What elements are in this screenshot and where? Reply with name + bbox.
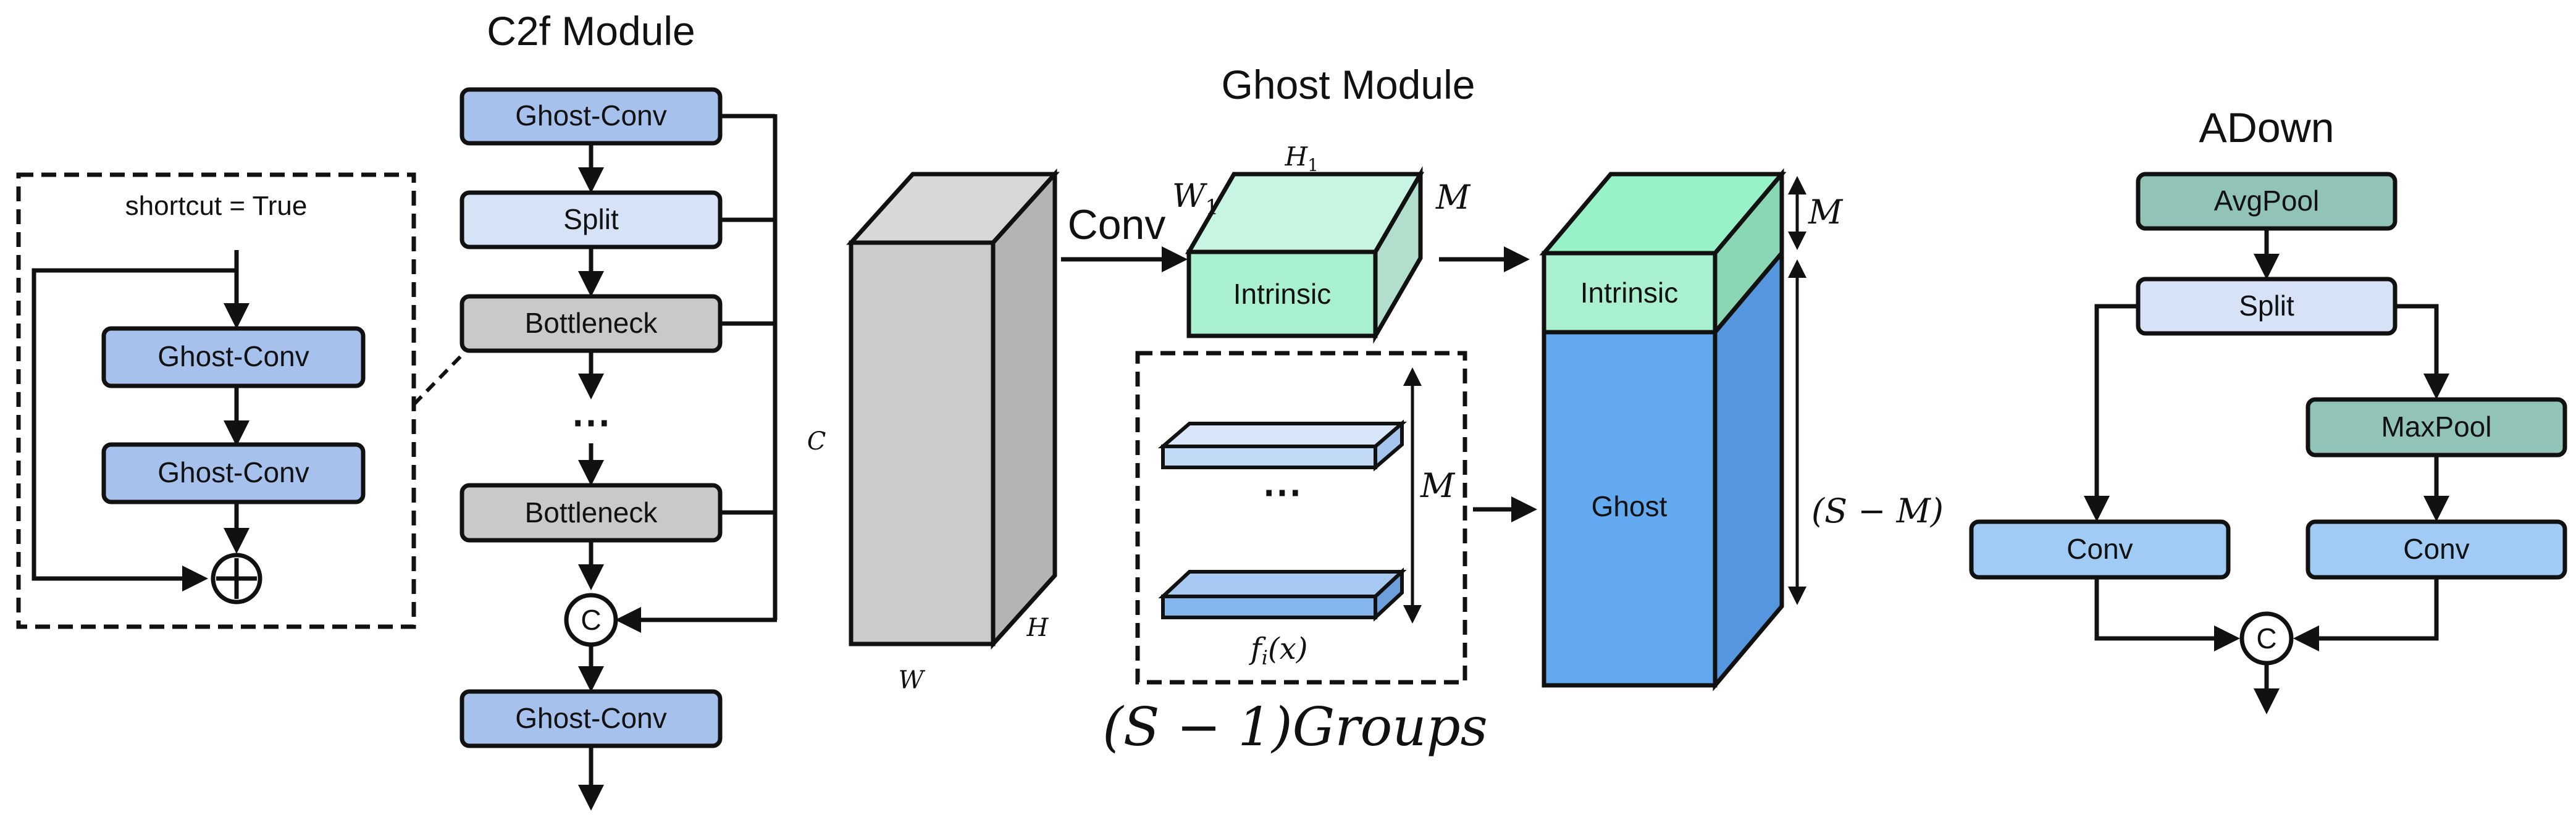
output-block-intrinsic-front (1542, 251, 1718, 335)
conv-label: Conv (1068, 201, 1166, 248)
c2f-bottleneck-2-label: Bottleneck (525, 496, 658, 529)
intrinsic-cube-label: Intrinsic (1233, 278, 1331, 310)
output-intrinsic-label: Intrinsic (1580, 277, 1678, 309)
dim-sm-label: (S − M) (1811, 491, 1944, 530)
adown-left-to-concat (2094, 577, 2240, 651)
input-block-side (991, 168, 1057, 650)
ghost-title: Ghost Module (1222, 62, 1475, 107)
input-dim-h: H (1026, 614, 1049, 642)
c2f-ghost-conv-top-label: Ghost-Conv (515, 99, 666, 132)
shortcut-ghost-conv-2-label: Ghost-Conv (157, 456, 309, 488)
dim-m-label: M (1808, 193, 1844, 232)
adown-conv-left-box (1969, 519, 2231, 580)
shortcut-ghost-conv-1-box (101, 326, 366, 388)
input-dim-w: W (898, 666, 925, 695)
slab-2-top (1158, 570, 1407, 598)
slab-1-front (1161, 445, 1377, 469)
dim-h1: H1 (1285, 141, 1319, 175)
adown-split-left-path (2084, 304, 2138, 522)
groups-dim-m: M (1420, 466, 1456, 505)
c2f-module: C2f Module Ghost-Conv Split Bottleneck ⋯… (459, 8, 778, 811)
c2f-ghost-conv-bottom-label: Ghost-Conv (515, 702, 666, 734)
adown-conv-right-label: Conv (2403, 533, 2469, 565)
adown-concat-label: C (2256, 622, 2276, 654)
intrinsic-cube-front (1186, 249, 1378, 338)
shortcut-title: shortcut = True (125, 191, 308, 221)
adown-module: ADown AvgPool Split MaxPool Conv Conv C (1969, 104, 2567, 714)
c2f-title: C2f Module (487, 8, 695, 54)
input-dim-c: C (807, 427, 826, 456)
groups-dashed-frame (1135, 351, 1467, 685)
groups-caption: (S − 1)Groups (1102, 696, 1488, 758)
output-block-ghost-front (1542, 330, 1718, 688)
adown-split-right-path (2395, 304, 2449, 399)
shortcut-panel: shortcut = True Ghost-Conv Ghost-Conv (16, 172, 416, 629)
c2f-split-label: Split (563, 203, 619, 235)
ghost-module: Ghost Module C W H Conv Intrinsic H1 W1 … (807, 62, 1944, 758)
adown-avgpool-label: AvgPool (2214, 185, 2320, 217)
output-ghost-label: Ghost (1592, 490, 1668, 522)
adown-maxpool-label: MaxPool (2381, 411, 2492, 443)
output-block-side-ghost (1713, 247, 1784, 692)
c2f-concat-label: C (581, 604, 601, 636)
dim-w1: W1 (1172, 178, 1219, 220)
slab-1-top (1157, 422, 1408, 448)
input-block-front (849, 240, 996, 646)
groups-ellipsis: ⋯ (1262, 469, 1302, 514)
shortcut-bypass-line (31, 268, 237, 591)
adown-conv-left-label: Conv (2066, 533, 2133, 565)
c2f-ellipsis: ⋯ (571, 399, 611, 444)
c2f-bottleneck-1-label: Bottleneck (525, 307, 658, 339)
shortcut-ghost-conv-2-box (101, 442, 366, 504)
adown-title: ADown (2199, 104, 2334, 151)
fi-x-label: fi(x) (1249, 632, 1308, 669)
shortcut-ghost-conv-1-label: Ghost-Conv (157, 340, 309, 372)
shortcut-dashed-frame (16, 172, 416, 629)
adown-split-label: Split (2239, 290, 2294, 322)
slab-2-front (1161, 595, 1377, 619)
bottleneck-detail-link (412, 353, 464, 406)
dim-m-intrinsic: M (1435, 178, 1471, 217)
adown-right-to-concat (2293, 577, 2439, 651)
